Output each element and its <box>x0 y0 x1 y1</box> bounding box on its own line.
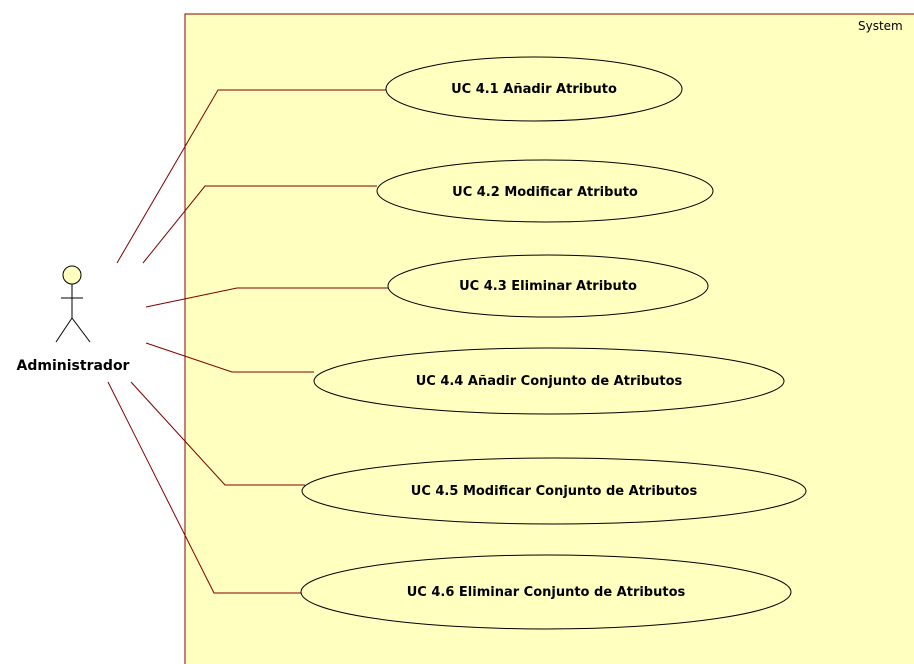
association-uc-4-2[interactable] <box>142 185 377 264</box>
use-case-4-2[interactable]: UC 4.2 Modificar Atributo <box>376 159 714 223</box>
use-case-4-1[interactable]: UC 4.1 Añadir Atributo <box>385 56 683 122</box>
association-lines <box>107 89 388 594</box>
use-case-4-4[interactable]: UC 4.4 Añadir Conjunto de Atributos <box>313 347 785 415</box>
actor-name: Administrador <box>17 358 130 374</box>
use-case-4-5-label: UC 4.5 Modificar Conjunto de Atributos <box>411 484 698 499</box>
use-case-4-4-ellipse[interactable] <box>313 347 785 415</box>
use-cases: UC 4.1 Añadir Atributo UC 4.2 Modificar … <box>300 56 807 630</box>
association-uc-4-5[interactable] <box>130 381 305 486</box>
use-case-4-1-label: UC 4.1 Añadir Atributo <box>451 82 617 97</box>
use-case-4-6-ellipse[interactable] <box>300 554 792 630</box>
actor-administrador[interactable]: Administrador <box>17 265 130 374</box>
use-case-4-2-ellipse[interactable] <box>376 159 714 223</box>
use-case-4-2-label: UC 4.2 Modificar Atributo <box>452 185 638 200</box>
association-uc-4-1[interactable] <box>116 89 386 264</box>
association-uc-4-4[interactable] <box>145 342 314 373</box>
association-uc-4-3[interactable] <box>145 287 388 308</box>
actor-left-leg <box>55 317 73 343</box>
use-case-4-3-label: UC 4.3 Eliminar Atributo <box>459 279 637 294</box>
system-label: System <box>858 19 903 33</box>
association-uc-4-6[interactable] <box>107 381 304 594</box>
use-case-4-3[interactable]: UC 4.3 Eliminar Atributo <box>387 254 709 318</box>
actor-right-leg <box>71 317 91 343</box>
use-case-4-5-ellipse[interactable] <box>301 457 807 525</box>
use-case-4-6[interactable]: UC 4.6 Eliminar Conjunto de Atributos <box>300 554 792 630</box>
use-case-4-6-label: UC 4.6 Eliminar Conjunto de Atributos <box>407 585 686 600</box>
use-case-4-1-ellipse[interactable] <box>385 56 683 122</box>
use-case-4-3-ellipse[interactable] <box>387 254 709 318</box>
use-case-4-4-label: UC 4.4 Añadir Conjunto de Atributos <box>416 374 683 389</box>
stick-figure-icon <box>55 265 91 343</box>
use-case-4-5[interactable]: UC 4.5 Modificar Conjunto de Atributos <box>301 457 807 525</box>
actor-head <box>62 265 82 285</box>
